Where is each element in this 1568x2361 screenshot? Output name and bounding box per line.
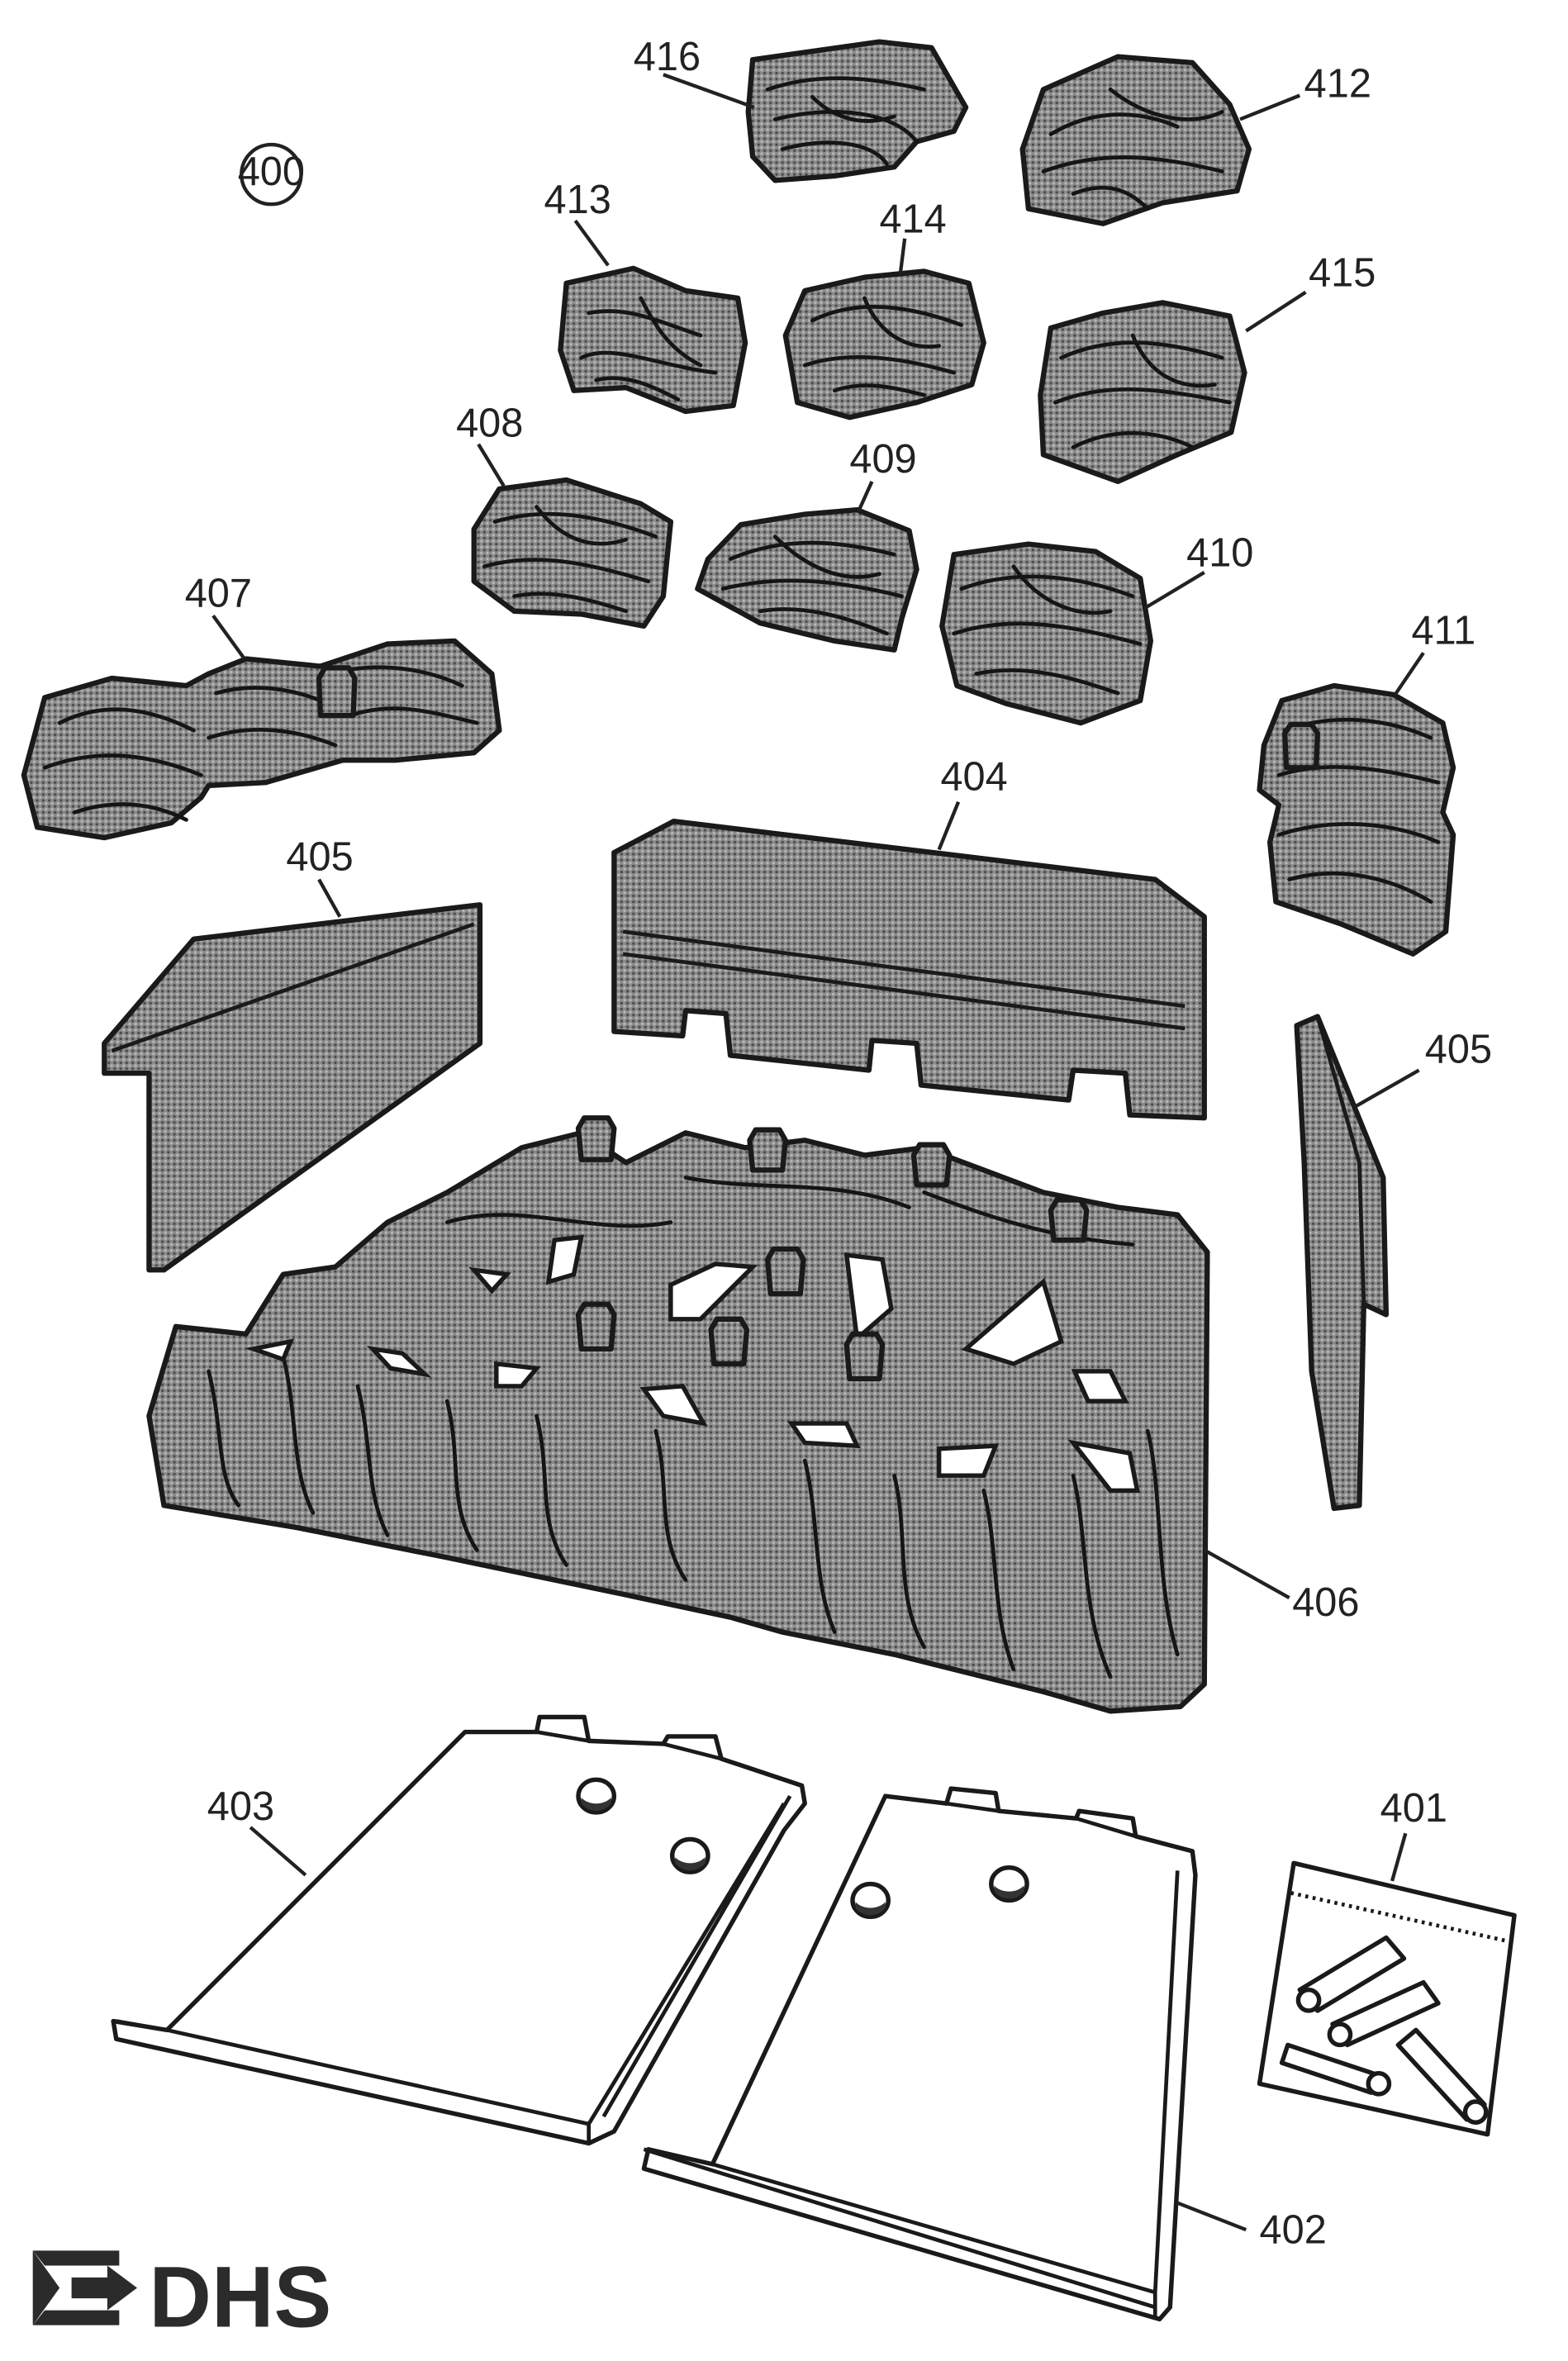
part-405-right-side-panel: [1294, 1014, 1390, 1512]
tray-402-hole-2: [989, 1865, 1029, 1903]
part-416-log: [745, 39, 969, 183]
callout-405-left: 405: [286, 835, 353, 880]
tray-403-hole-1: [576, 1777, 617, 1815]
callout-403: 403: [207, 1784, 274, 1829]
part-409-log: [695, 506, 919, 653]
callout-408: 408: [456, 401, 523, 446]
callout-401: 401: [1380, 1786, 1447, 1831]
part-401-ember-bag: [1257, 1860, 1517, 2137]
part-402-right-tray: [641, 1786, 1198, 2322]
ember-piece-3: [1279, 2042, 1392, 2097]
callout-411: 411: [1412, 608, 1476, 653]
part-411-log: [1257, 682, 1456, 957]
part-403-left-tray: [111, 1714, 807, 2146]
part-405-left-side-panel: [102, 902, 483, 1273]
callout-404: 404: [940, 754, 1007, 799]
diagram-number-badge: 400: [238, 142, 305, 207]
callout-415: 415: [1309, 250, 1376, 295]
part-408-log: [471, 477, 674, 629]
part-413-log: [558, 265, 748, 415]
part-414-log: [782, 268, 986, 420]
part-407-log: [21, 638, 502, 841]
tray-402-hole-1: [850, 1881, 891, 1919]
tray-403-hole-2: [669, 1836, 710, 1874]
part-404-back-panel: [611, 819, 1207, 1121]
callout-414: 414: [879, 197, 946, 242]
callout-405-right: 405: [1425, 1027, 1492, 1071]
dhs-logo-text: DHS: [149, 2249, 331, 2345]
part-415-log: [1038, 300, 1247, 484]
part-406-ember-bed: [146, 1115, 1210, 1714]
ember-piece-1: [1295, 1935, 1407, 2013]
callout-409: 409: [849, 437, 916, 482]
callout-413: 413: [544, 178, 611, 222]
ember-piece-4: [1395, 2027, 1489, 2125]
part-410-log: [939, 541, 1153, 726]
badge-text: 400: [238, 150, 305, 194]
callout-412: 412: [1304, 61, 1371, 106]
callout-407: 407: [185, 571, 252, 615]
callout-410: 410: [1186, 531, 1253, 576]
callout-402: 402: [1260, 2207, 1327, 2252]
callout-416: 416: [634, 35, 701, 79]
part-412-log: [1019, 54, 1252, 226]
callout-406: 406: [1292, 1580, 1359, 1625]
dhs-logo: DHS: [32, 2249, 331, 2345]
ember-piece-2: [1327, 1979, 1441, 2048]
